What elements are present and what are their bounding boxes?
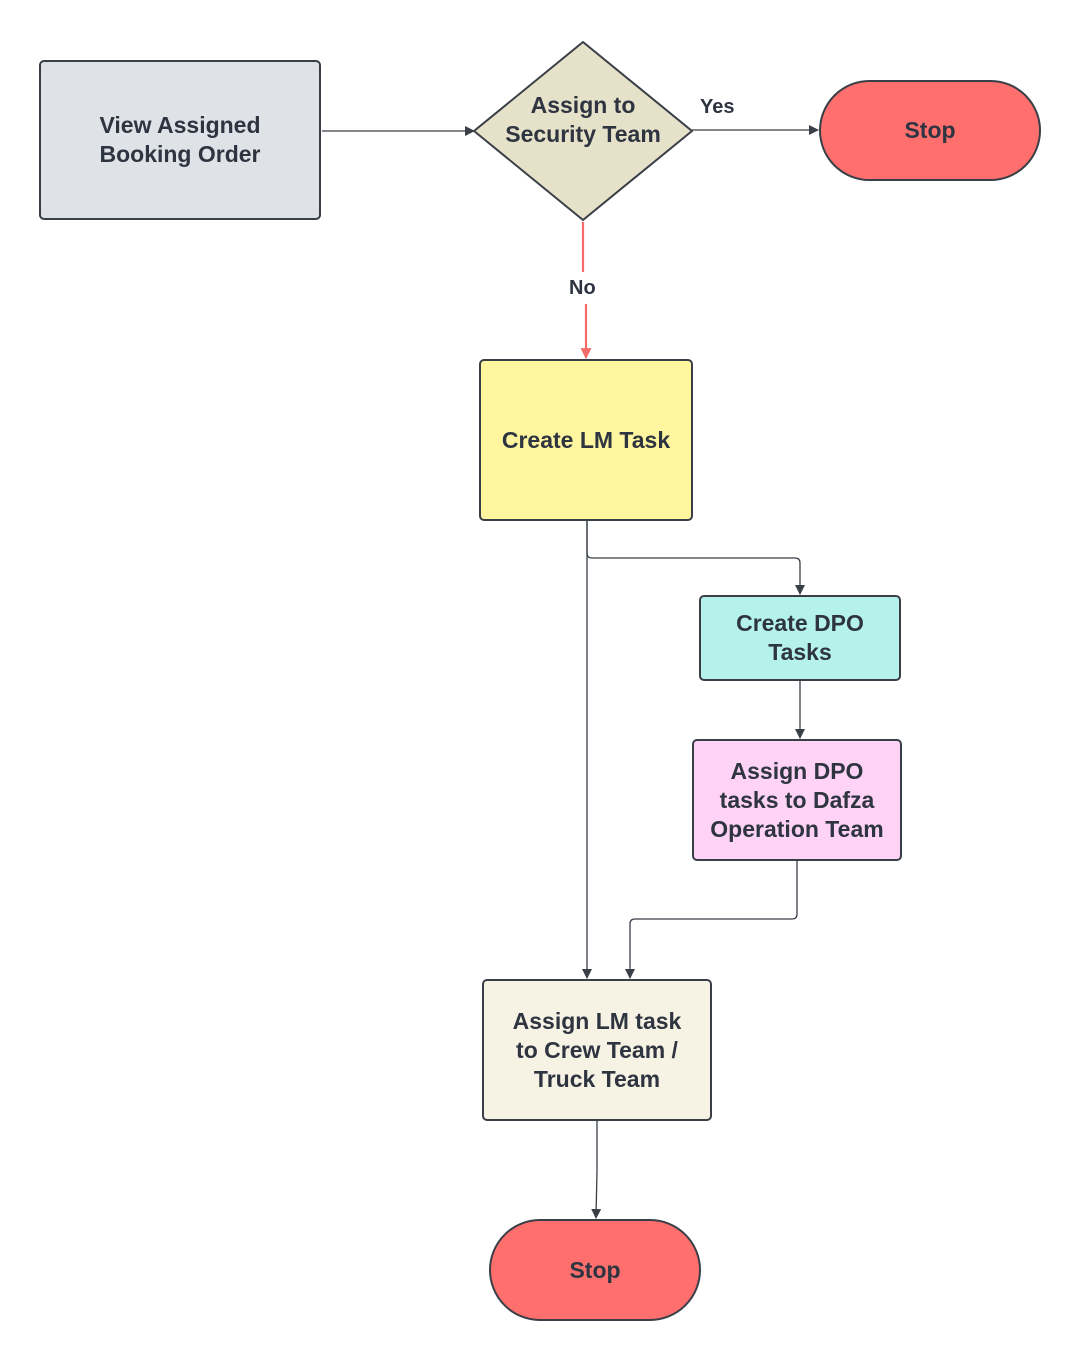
process-create-lm-task: Create LM Task — [479, 359, 693, 521]
edge-create-lm-to-create-dpo — [586, 520, 805, 595]
process-assign-dpo-tasks: Assign DPO tasks to Dafza Operation Team — [692, 739, 902, 861]
decision-diamond — [473, 41, 693, 221]
edge-label-yes: Yes — [700, 96, 735, 118]
decision-assign-to-security-team: Assign to Security Team — [505, 92, 661, 147]
edge-assign-lm-to-stop — [591, 1120, 602, 1219]
terminal-stop-top: Stop — [819, 80, 1041, 181]
process-create-dpo-tasks: Create DPO Tasks — [699, 595, 901, 681]
process-assign-lm-task: Assign LM task to Crew Team / Truck Team — [482, 979, 712, 1121]
process-view-assigned-booking-order: View Assigned Booking Order — [39, 60, 321, 220]
edge-label-no: No — [569, 277, 596, 299]
terminal-stop-bottom: Stop — [489, 1219, 701, 1321]
edge-assign-dpo-to-assign-lm — [625, 860, 798, 979]
